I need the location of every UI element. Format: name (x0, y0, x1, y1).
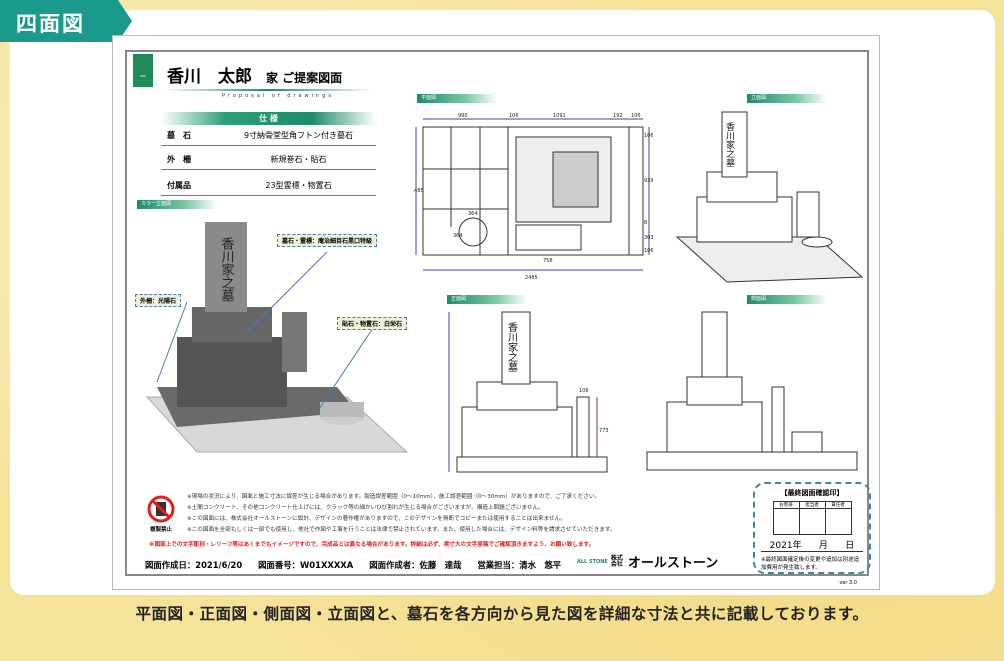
dim-label: 303 (644, 235, 653, 241)
dim-label: 106 (509, 113, 519, 119)
front-inscription: 香川家之墓 (506, 322, 518, 372)
callout-paving-material: 貼石・物置石：白栄石 (337, 317, 408, 330)
no-copy-label: 複製禁止 (149, 527, 172, 533)
stamp-col-header: お客様 (772, 501, 800, 509)
page-title: 香川 太郎家 ご提案図面 (167, 62, 342, 87)
subtitle: Proposal of drawings (222, 93, 334, 99)
spec-value: 23型霊標・物置石 (265, 181, 332, 190)
title-underline (163, 89, 373, 91)
spec-row: 付属品 23型霊標・物置石 (161, 176, 376, 196)
sales-rep: 営業担当：清水 悠平 (477, 560, 562, 570)
spec-value: 9寸納骨堂型角フトン付き墓石 (243, 131, 354, 140)
dim-label: 106 (644, 248, 653, 254)
spec-value: 新規巻石・貼石 (270, 155, 327, 164)
dim-label: 106 (579, 388, 589, 394)
company-logo-tab: ~ (133, 54, 153, 87)
section-label-color: カラー立面図 (137, 200, 217, 209)
notes-block: ※現場の状況により、図面と施工寸法に誤差が生じる場合があります。製造誤差範囲（0… (187, 492, 616, 536)
approval-month: 月 (818, 541, 828, 551)
stamp-col-header: 責任者 (824, 501, 852, 509)
note-line: ※土間コンクリート、その他コンクリート仕上げには、クラック等の細かいひび割れが生… (187, 505, 544, 511)
elevation-drawing: 香川家之墓 (675, 111, 864, 283)
stamp-col-header: 担当者 (798, 501, 826, 509)
stamp-cell[interactable] (798, 508, 826, 535)
dim-label: 758 (543, 258, 553, 264)
brand-prefix: 株式会社 (610, 554, 623, 568)
spec-header: 仕 様 (161, 112, 376, 125)
no-copy-notice: 複製禁止 (143, 495, 179, 533)
approval-date: 2021年 月 日 (761, 538, 863, 552)
dim-label: 773 (599, 428, 609, 434)
side-drawing (646, 311, 858, 471)
drawing-sheet: ~ 香川 太郎家 ご提案図面 Proposal of drawings 仕 様 … (112, 35, 880, 590)
brand-logo: ALL STONE 株式会社 オールストーン (577, 552, 718, 571)
version-label: ver 3.0 (839, 580, 857, 586)
caption: 平面図・正面図・側面図・立面図と、墓石を各方向から見た図を詳細な寸法と共に記載し… (135, 605, 869, 623)
note-line: ※この図面を全部もしくは一部でも使用し、他社で作図や工事を行うことは法律で禁止さ… (187, 527, 616, 533)
spec-row: 墓 石 9寸納骨堂型角フトン付き墓石 (161, 126, 376, 146)
approval-note: ※最終図面確定後の変更や追加は別途追加費用が発生致します。 (761, 557, 860, 571)
dim-label: 1091 (553, 113, 566, 119)
dim-label: 2485 (525, 275, 538, 281)
note-line: ※現場の状況により、図面と施工寸法に誤差が生じる場合があります。製造誤差範囲（0… (187, 494, 601, 500)
section-label-front: 正面図 (447, 295, 527, 304)
dim-label: 106 (644, 133, 653, 139)
brand-mark: ALL STONE (577, 558, 608, 565)
spec-key: 付属品 (167, 181, 191, 190)
section-badge: 四面図 (0, 0, 132, 42)
creation-date: 図面作成日：2021/6/20 (145, 560, 243, 570)
color-rendering: 香川家之墓 (145, 222, 409, 453)
callout-stone-material: 墓石・霊標：庵治細目石黒口特級 (277, 234, 378, 247)
section-label-elevation: 立面図 (747, 94, 827, 103)
dim-label: 939 (644, 178, 653, 184)
plan-drawing: 990 106 1091 192 106 1485 364 364 758 24… (413, 113, 653, 281)
spec-row: 外 柵 新規巻石・貼石 (161, 150, 376, 170)
stamp-cell[interactable] (824, 508, 852, 535)
sheet-frame: ~ 香川 太郎家 ご提案図面 Proposal of drawings 仕 様 … (125, 50, 871, 586)
dim-label: 364 (468, 211, 478, 217)
drawing-number: 図面番号：W01XXXXA (258, 560, 354, 570)
drawing-author: 図面作成者：佐藤 達哉 (369, 560, 462, 570)
section-label-side: 側面図 (747, 295, 827, 304)
approval-title: 【最終図面確認印】 (780, 489, 844, 497)
title-suffix: 家 ご提案図面 (266, 71, 343, 85)
customer-name: 香川 太郎 (167, 67, 252, 87)
stamp-cell[interactable] (772, 508, 800, 535)
final-approval-box: 【最終図面確認印】 お客様担当者責任者 2021年 月 日 ※最終図面確定後の変更や… (753, 482, 871, 574)
dim-label: 8 (644, 220, 647, 226)
spec-key: 墓 石 (167, 131, 191, 140)
dim-label: 192 (613, 113, 623, 119)
callout-fence-material: 外柵：光陽石 (135, 294, 182, 307)
red-note-block: ※図面上での文字彫刻・レリーフ等はあくまでもイメージですので、完成品とは異なる場… (149, 540, 594, 551)
dim-label: 1485 (413, 188, 424, 194)
inscription: 香川家之墓 (219, 237, 235, 302)
elevation-inscription: 香川家之墓 (724, 122, 735, 167)
dim-label: 990 (458, 113, 468, 119)
dim-label: 364 (453, 233, 463, 239)
red-note: ※図面上での文字彫刻・レリーフ等はあくまでもイメージですので、完成品とは異なる場… (149, 542, 595, 548)
note-line: ※この図面には、株式会社オールストーンに設計、デザインの著作権がありますので、こ… (187, 516, 566, 522)
section-label-plan: 平面図 (417, 94, 497, 103)
approval-year: 2021年 (769, 541, 802, 551)
spec-key: 外 柵 (167, 155, 191, 164)
no-copy-icon (147, 495, 175, 523)
front-drawing: 香川家之墓 1727 106 773 (448, 311, 609, 473)
dim-label: 106 (631, 113, 641, 119)
footer-info: 図面作成日：2021/6/20 図面番号：W01XXXXA 図面作成者：佐藤 達… (145, 559, 561, 571)
approval-day: 日 (845, 541, 855, 551)
brand-name: オールストーン (627, 556, 719, 571)
stamp-table: お客様担当者責任者 (772, 501, 852, 535)
